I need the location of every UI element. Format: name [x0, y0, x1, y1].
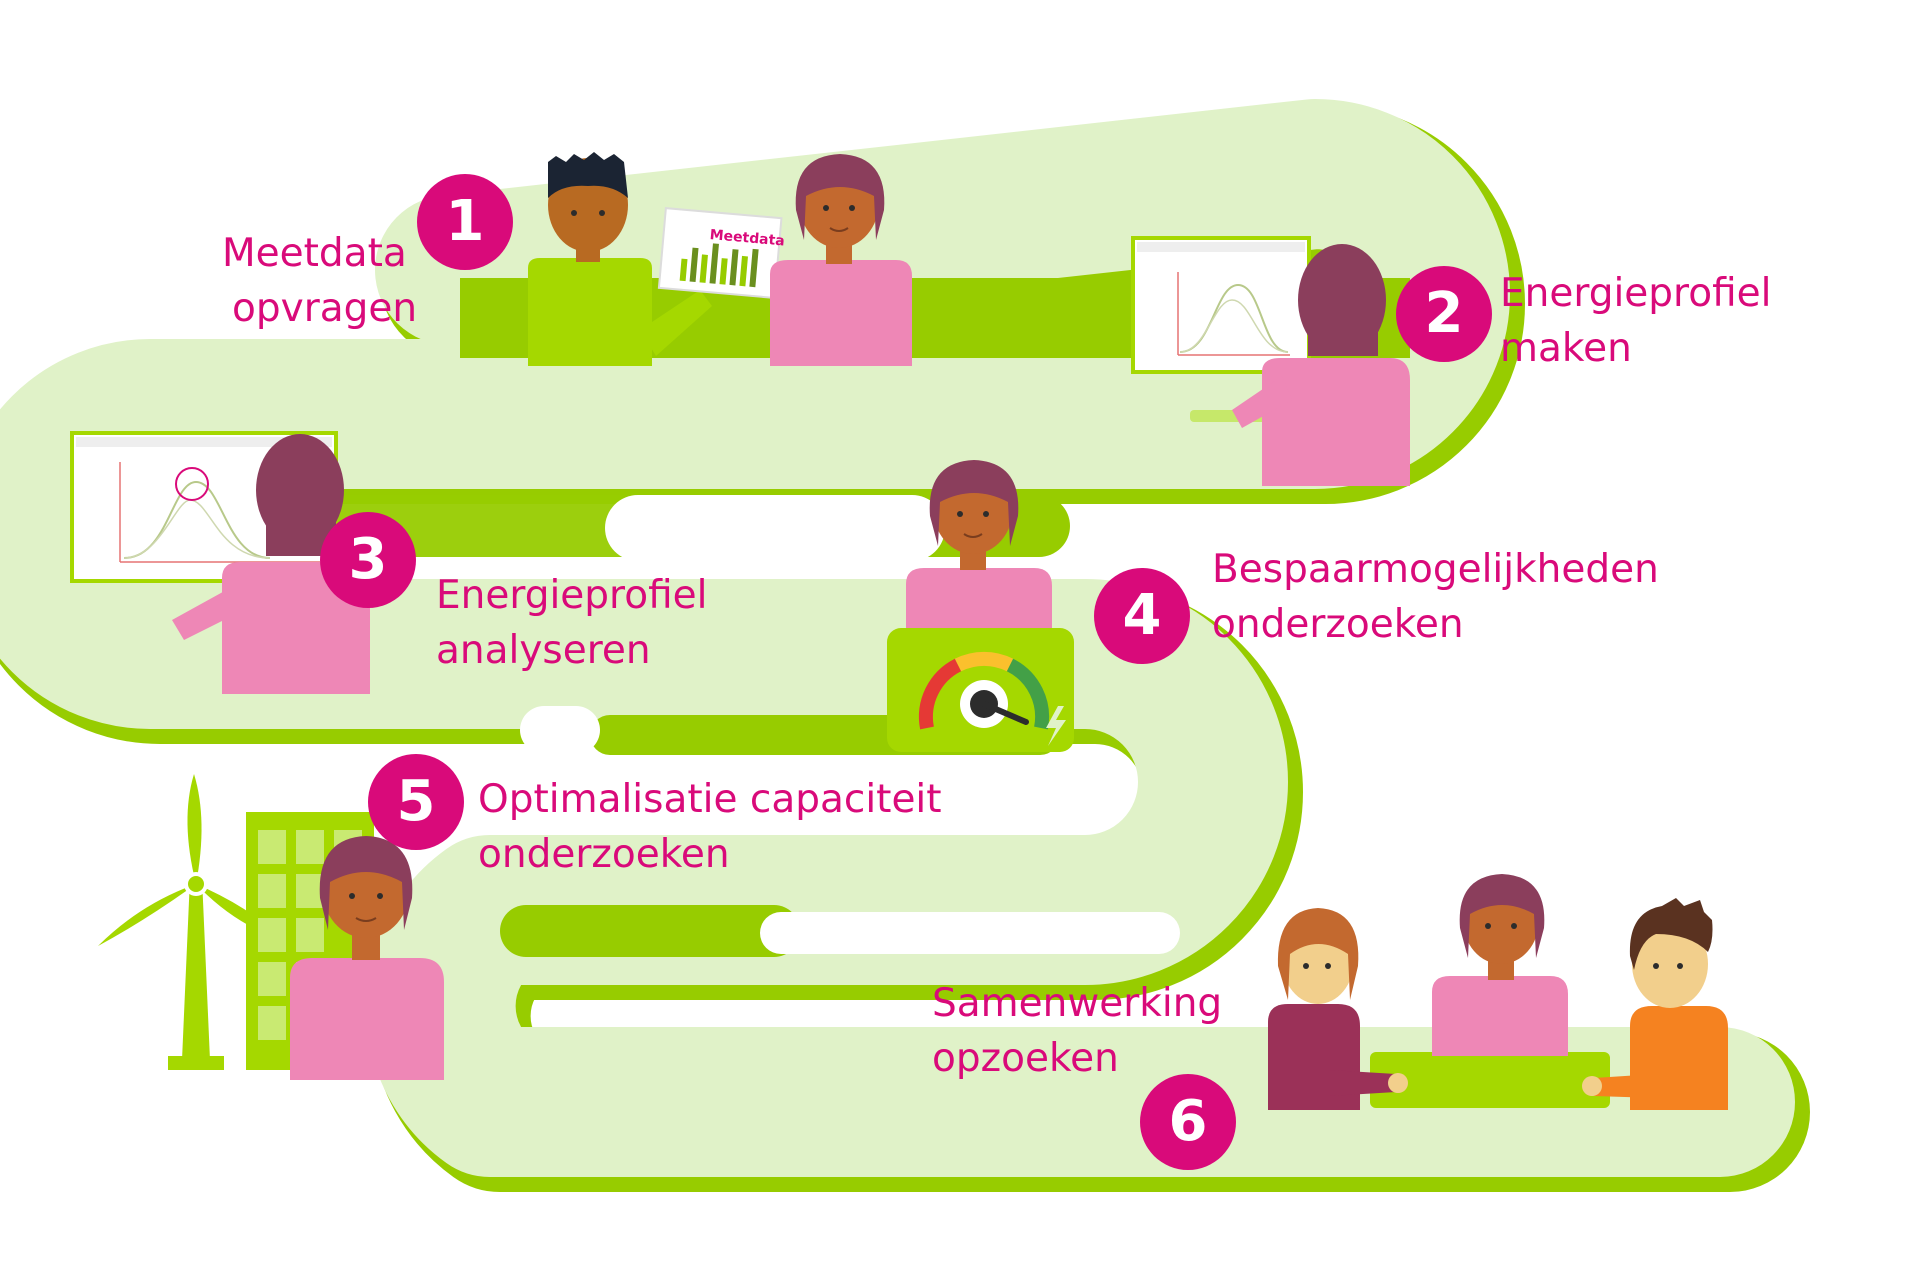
person-woman-2-back	[1232, 244, 1410, 486]
scene-meetdata-request	[528, 152, 912, 366]
step-1-label: Meetdata opvragen	[222, 226, 417, 336]
scene-capacity	[98, 774, 444, 1080]
lightning-icon	[1046, 706, 1066, 746]
report-card-title: Meetdata	[709, 227, 785, 249]
bar-chart-icon	[679, 243, 759, 288]
road-gap-2	[520, 706, 600, 754]
line-chart-icon	[119, 462, 320, 563]
person-man-report	[528, 152, 712, 366]
step-5-line-1: Optimalisatie capaciteit	[478, 777, 942, 822]
report-card	[657, 207, 783, 299]
step-2-line-2: maken	[1500, 326, 1632, 371]
step-6-label: Samenwerking opzoeken	[932, 976, 1222, 1086]
monitor-1	[1131, 236, 1311, 422]
step-1-line-1: Meetdata	[222, 231, 407, 276]
line-chart-icon	[1177, 272, 1290, 356]
person-woman-4	[906, 460, 1052, 640]
step-3-label: Energieprofiel analyseren	[436, 568, 707, 678]
road-gap-1	[605, 495, 945, 561]
person-woman-1	[770, 154, 912, 366]
step-2-label: Energieprofiel maken	[1500, 266, 1771, 376]
step-6-line-1: Samenwerking	[932, 981, 1223, 1026]
road-gap-3	[760, 912, 1180, 954]
step-3-line-2: analyseren	[436, 628, 651, 673]
scene-collaboration	[1268, 874, 1728, 1110]
person-man-orange	[1582, 898, 1728, 1110]
step-3-badge: 3	[320, 512, 416, 608]
gauge-icon	[918, 651, 1050, 730]
green-band-4	[500, 905, 800, 957]
person-woman-light	[1268, 908, 1408, 1110]
person-woman-6	[1432, 874, 1568, 1056]
scene-energy-analysis	[70, 431, 370, 694]
step-6-line-2: opzoeken	[932, 1036, 1119, 1081]
step-4-badge: 4	[1094, 568, 1190, 664]
step-1-badge: 1	[417, 174, 513, 270]
step-4-label: Bespaarmogelijkheden onderzoeken	[1212, 542, 1659, 652]
person-woman-3-back	[172, 434, 370, 694]
step-6-badge: 6	[1140, 1074, 1236, 1170]
step-2-line-1: Energieprofiel	[1500, 271, 1772, 316]
step-4-line-1: Bespaarmogelijkheden	[1212, 547, 1659, 592]
step-5-label: Optimalisatie capaciteit onderzoeken	[478, 772, 942, 882]
meeting-table	[1370, 1052, 1610, 1108]
step-1-line-2: opvragen	[232, 286, 418, 331]
scene-energy-profile	[1131, 236, 1410, 486]
scene-savings	[887, 460, 1074, 752]
step-5-badge: 5	[368, 754, 464, 850]
step-3-line-1: Energieprofiel	[436, 573, 708, 618]
step-4-line-2: onderzoeken	[1212, 602, 1464, 647]
step-5-line-2: onderzoeken	[478, 832, 730, 877]
person-woman-5	[290, 836, 444, 1080]
step-2-badge: 2	[1396, 266, 1492, 362]
